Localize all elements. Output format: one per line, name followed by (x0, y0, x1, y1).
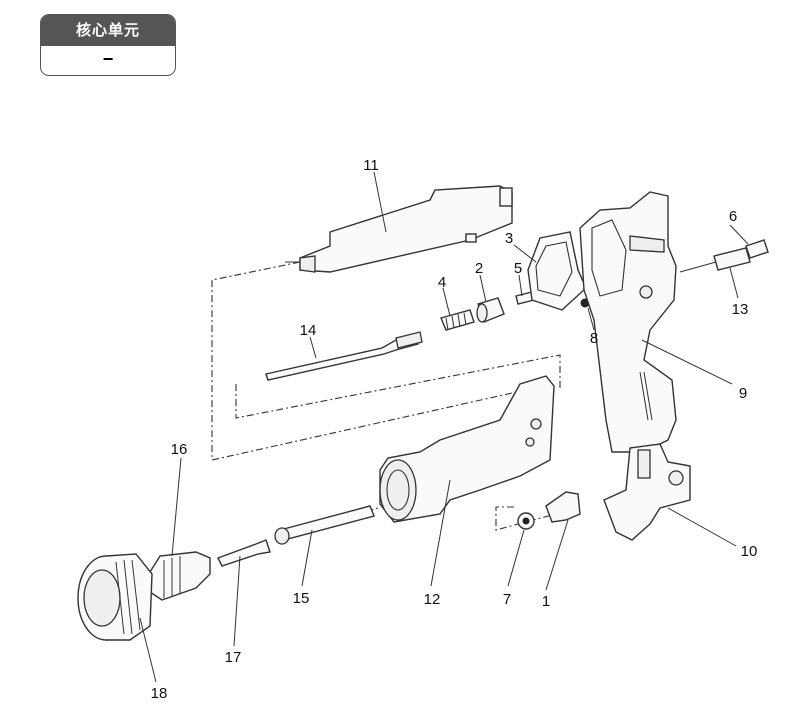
part-14-shaft (265, 331, 423, 381)
callout-14: 14 (300, 322, 317, 339)
callout-4: 4 (438, 274, 446, 291)
part-13-pin (679, 247, 751, 273)
callout-1: 1 (542, 593, 550, 610)
callout-11: 11 (363, 157, 379, 174)
callout-3: 3 (505, 230, 513, 247)
core-unit-value: − (102, 49, 114, 69)
part-15-tube (274, 505, 375, 545)
callout-2: 2 (475, 260, 483, 277)
callout-12: 12 (424, 591, 441, 608)
part-7-nut (517, 512, 535, 530)
part-18-cap (77, 553, 153, 641)
callout-16: 16 (171, 441, 188, 458)
core-unit-tag: 核心单元 − (40, 14, 176, 76)
callout-8: 8 (590, 330, 598, 347)
leader-lines (139, 171, 749, 683)
part-11-motor (285, 185, 513, 273)
part-6-spring (745, 239, 769, 259)
callout-9: 9 (739, 385, 747, 402)
part-9-handle (579, 191, 677, 453)
part-4-spring (440, 309, 475, 331)
core-unit-label: 核心单元 (41, 15, 175, 46)
part-17-nozzle (217, 539, 271, 567)
callout-13: 13 (732, 301, 749, 318)
part-12-housing (379, 375, 555, 523)
callout-18: 18 (151, 685, 168, 702)
part-1-bracket (545, 491, 581, 523)
callout-15: 15 (293, 590, 310, 607)
callout-6: 6 (729, 208, 737, 225)
part-10-valve (603, 443, 691, 541)
part-3-gasket (527, 231, 587, 311)
callout-5: 5 (514, 260, 522, 277)
callout-7: 7 (503, 591, 511, 608)
callout-17: 17 (225, 649, 242, 666)
part-16-nozzle-body (149, 551, 211, 601)
callout-10: 10 (741, 543, 758, 560)
part-2-bushing (476, 297, 505, 323)
